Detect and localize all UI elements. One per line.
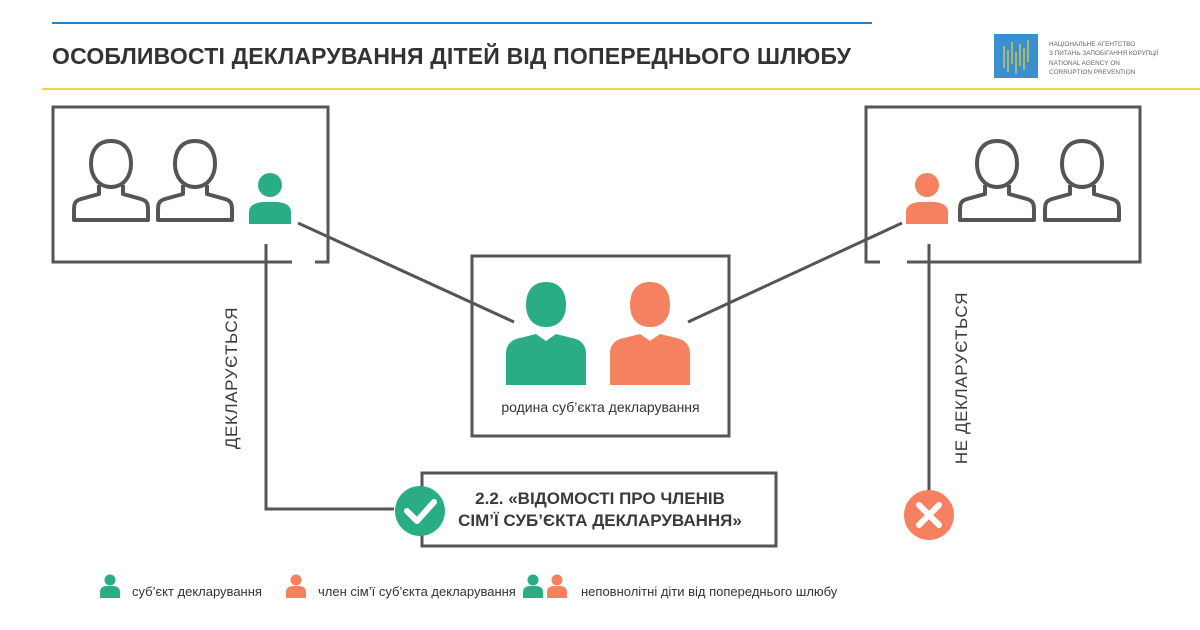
family-box [470,254,731,438]
subject-person-icon [506,282,586,385]
family-caption: родина суб’єкта декларування [501,399,700,415]
parent-icon [958,139,1036,222]
not-declared-label: НЕ ДЕКЛАРУЄТЬСЯ [952,291,971,465]
page-title: ОСОБЛИВОСТІ ДЕКЛАРУВАННЯ ДІТЕЙ ВІД ПОПЕР… [52,43,852,69]
logo-line: NATIONAL AGENCY ON [1049,60,1120,68]
declared-path-line [264,244,394,511]
legend-label-children: неповнолітні діти від попереднього шлюбу [581,584,838,599]
legend-label-family-member: член сім’ї суб’єкта декларування [318,584,516,599]
logo-line: CORRUPTION PREVENTION [1049,68,1136,76]
header-blue-line [52,22,872,24]
connector-line [687,221,903,324]
check-icon [395,486,445,536]
right-group-box [864,105,1142,264]
connector-line [297,221,515,324]
left-group-box [51,105,330,264]
legend-children-icon-green [523,574,543,598]
parent-icon [72,139,150,222]
logo-line: НАЦІОНАЛЬНЕ АГЕНТСТВО [1049,41,1136,48]
legend-children-icon-orange [547,574,567,598]
family-member-person-icon [610,282,690,385]
parent-icon [1043,139,1121,222]
legend-label-subject: суб’єкт декларування [132,584,262,599]
subject-person-icon [249,173,291,224]
reference-text: 2.2. «ВІДОМОСТІ ПРО ЧЛЕНІВ СІМ’Ї СУБ’ЄКТ… [424,488,776,532]
legend-subject-icon [100,574,120,598]
cross-icon [904,490,954,540]
header-yellow-line [42,88,1200,90]
legend-family-member-icon [286,574,306,598]
family-member-person-icon [906,173,948,224]
declared-label: ДЕКЛАРУЄТЬСЯ [222,306,241,450]
logo-line: З ПИТАНЬ ЗАПОБІГАННЯ КОРУПЦІЇ [1049,49,1159,57]
reference-line: 2.2. «ВІДОМОСТІ ПРО ЧЛЕНІВ [475,489,725,508]
logo-text: НАЦІОНАЛЬНЕ АГЕНТСТВО З ПИТАНЬ ЗАПОБІГАН… [1049,41,1189,77]
reference-line: СІМ’Ї СУБ’ЄКТА ДЕКЛАРУВАННЯ» [458,511,742,530]
parent-icon [156,139,234,222]
nazk-logo [994,34,1038,78]
